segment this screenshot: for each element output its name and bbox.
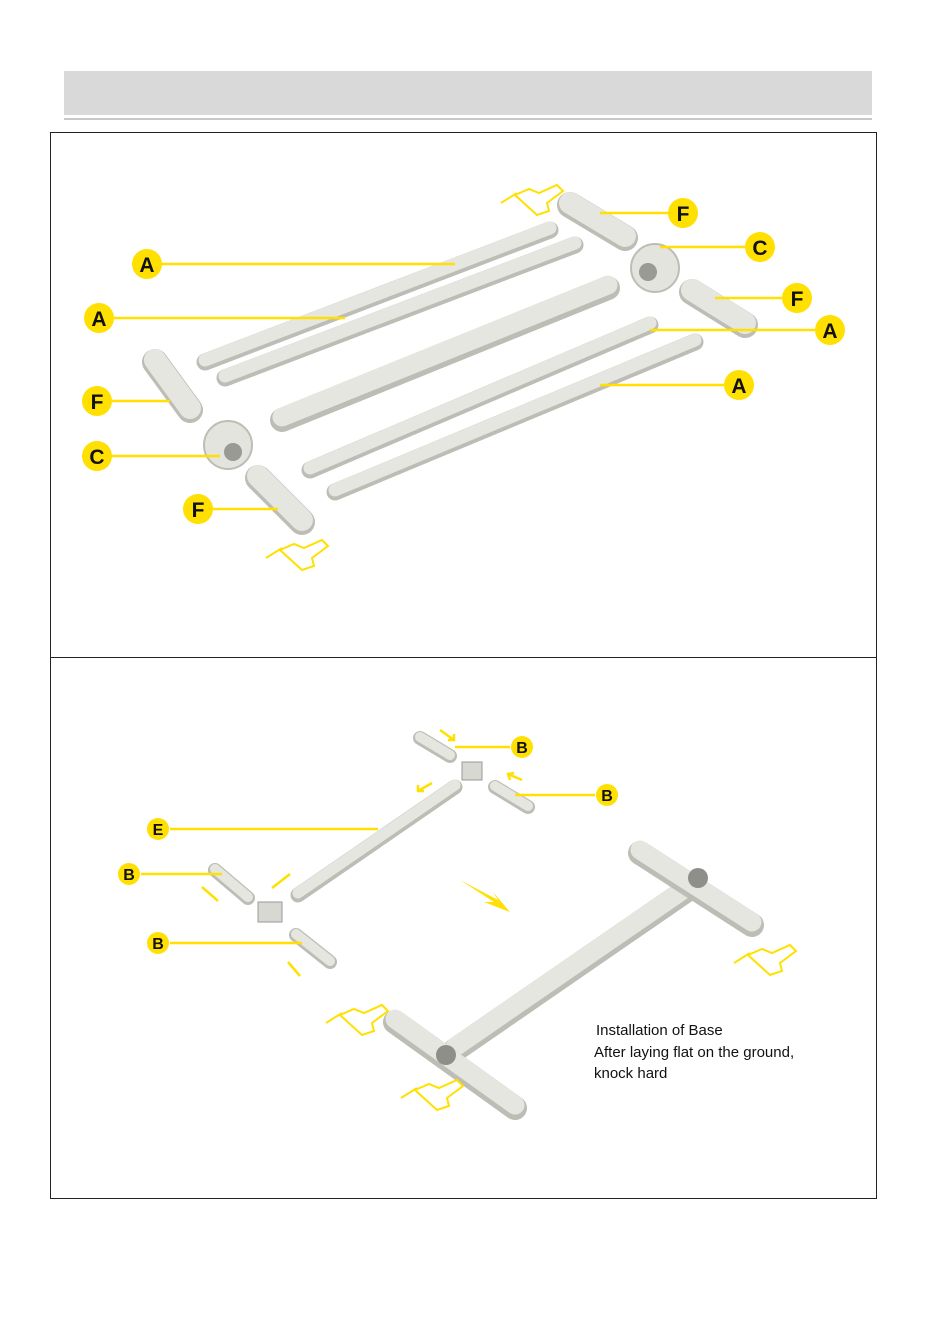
label-a-4: A <box>731 375 746 398</box>
label-a-3: A <box>822 320 837 343</box>
mallet-icon <box>501 185 563 215</box>
instruction-line-1: After laying flat on the ground, <box>594 1043 854 1063</box>
label-a-2: A <box>91 308 106 331</box>
instruction-line-2: knock hard <box>594 1064 854 1084</box>
label-c-2: C <box>89 446 104 469</box>
arrow-icon <box>440 730 454 740</box>
label-e: E <box>153 822 164 839</box>
mallet-icon <box>266 540 328 570</box>
parts-group <box>155 185 745 570</box>
instruction-title: Installation of Base <box>596 1021 856 1041</box>
parts-labels: A A F C F A A F C F <box>82 198 845 524</box>
label-a-1: A <box>139 254 154 277</box>
label-f-3: F <box>91 391 104 414</box>
label-c-1: C <box>752 237 767 260</box>
label-f-4: F <box>192 499 205 522</box>
arrow-icon <box>460 880 510 912</box>
base-exploded-group <box>202 730 528 976</box>
label-b-1: B <box>516 740 528 757</box>
mallet-icon <box>326 1005 388 1035</box>
mallet-icon <box>401 1080 463 1110</box>
mallet-icon <box>734 945 796 975</box>
label-f-2: F <box>791 288 804 311</box>
label-f-1: F <box>677 203 690 226</box>
label-b-4: B <box>152 936 164 953</box>
label-b-3: B <box>123 867 135 884</box>
label-b-2: B <box>601 788 613 805</box>
